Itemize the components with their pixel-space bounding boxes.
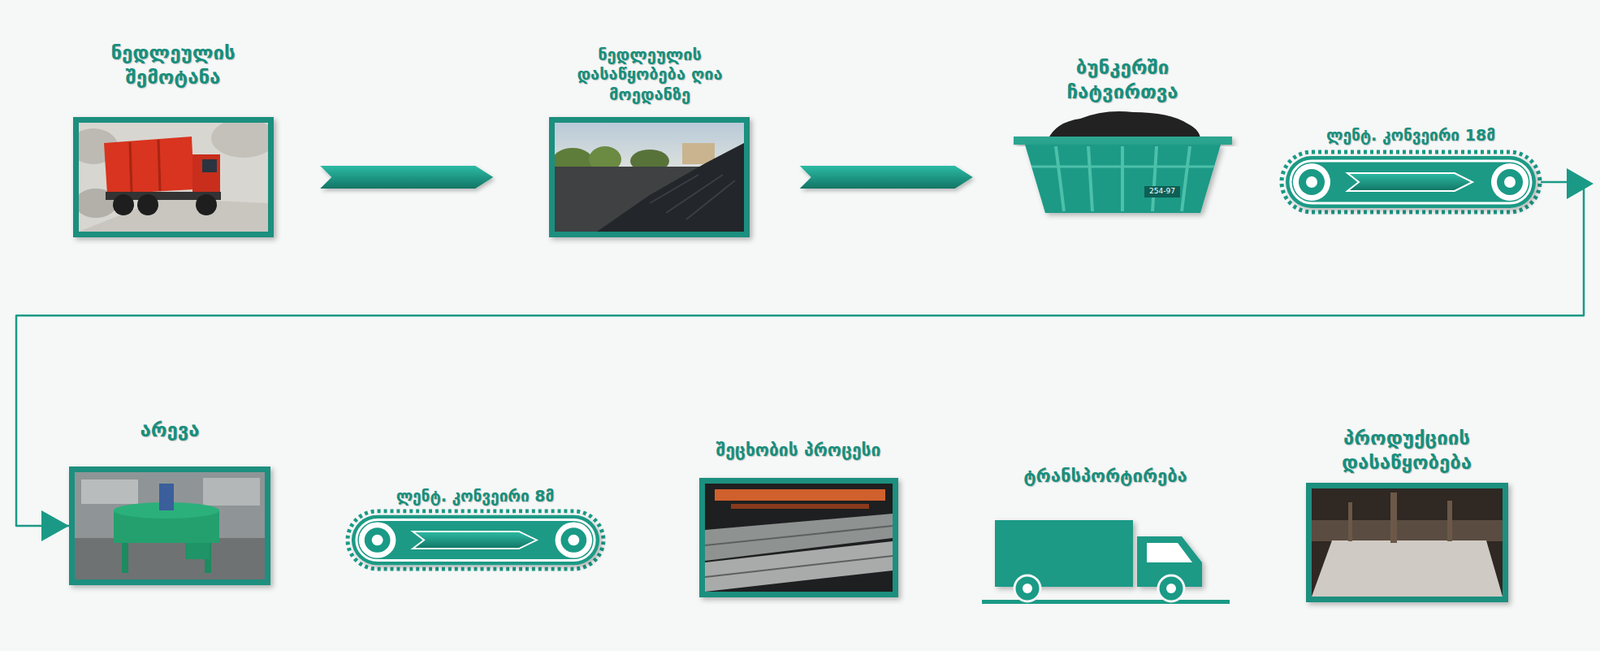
kiln-interior — [704, 483, 893, 592]
bunker-load — [1047, 111, 1201, 140]
process-step: არევა — [69, 418, 271, 585]
process-step: ტრანსპორტირება — [981, 465, 1230, 605]
step-title: ნედლეულის დასაწყობება ღია მოედანზე — [543, 44, 757, 104]
truck-wheel — [137, 194, 159, 216]
factory-wall — [74, 471, 265, 580]
truck-box — [994, 519, 1133, 587]
kiln-glow — [714, 488, 886, 501]
process-step: ბუნკერში ჩატვირთვა — [1013, 56, 1233, 217]
step-title: ლენტ. კონვეირი 18მ — [1326, 125, 1496, 145]
mixer-photo — [74, 471, 265, 580]
flow-arrow — [16, 181, 1584, 526]
ground-line — [981, 599, 1230, 604]
continue-triangle — [1566, 168, 1594, 199]
bunker-rib — [1181, 146, 1190, 212]
process-step: პროდუქციის დასაწყობება — [1304, 426, 1510, 602]
step-title: ტრანსპორტირება — [1023, 465, 1188, 488]
bunker-rib — [1120, 146, 1125, 212]
mixer-motor — [159, 483, 174, 511]
plate-number: 254-97 — [1144, 185, 1181, 197]
bunker-plate — [1144, 185, 1181, 198]
warehouse-photo — [1311, 488, 1503, 597]
truck-cab — [192, 154, 221, 195]
process-step: ნედლეულის შემოტანა — [73, 41, 274, 238]
bunker-icon — [1013, 111, 1233, 213]
floor — [74, 537, 265, 580]
truck-window — [202, 159, 217, 173]
truck-rib — [129, 142, 132, 193]
baking-photo — [704, 483, 893, 592]
step-title: პროდუქციის დასაწყობება — [1307, 426, 1507, 475]
truck-window — [1146, 542, 1193, 563]
step-title: ნედლეულის შემოტანა — [79, 41, 267, 90]
photo-frame — [1305, 482, 1509, 602]
photo-frame — [69, 466, 271, 585]
stockpile-photo — [554, 122, 744, 232]
step-title: არევა — [139, 418, 199, 442]
truck-wheel — [1158, 575, 1185, 602]
step-title: ბუნკერში ჩატვირთვა — [1037, 56, 1208, 104]
truck-photo — [78, 122, 269, 232]
bunker-rib — [1152, 146, 1157, 212]
truck-wheel — [112, 194, 135, 216]
factory-window — [81, 479, 139, 504]
bunker-band — [1031, 165, 1215, 169]
truck-hub — [1166, 583, 1177, 593]
bunker-body — [1024, 144, 1221, 213]
flow-arrow — [320, 165, 493, 189]
kiln-glow — [730, 503, 870, 509]
pile-texture — [649, 174, 736, 220]
conveyor-icon — [1281, 151, 1540, 212]
bunker-rib — [1055, 146, 1064, 212]
coal-pile — [596, 142, 744, 232]
process-step: ლენტ. კონვეირი 18მ — [1280, 125, 1541, 213]
process-step: შეცხობის პროცესი — [699, 440, 899, 597]
photo-frame — [699, 477, 899, 597]
truck-icon — [981, 519, 1230, 604]
pillar — [1390, 492, 1397, 543]
truck-wheel — [1014, 575, 1041, 602]
road — [78, 198, 269, 232]
truck-wheel — [195, 194, 217, 216]
photo-frame — [549, 116, 750, 238]
rock — [211, 122, 269, 158]
truck-rib — [158, 139, 160, 191]
factory-window — [203, 477, 260, 506]
mixer-leg — [121, 540, 129, 573]
pillar — [1348, 501, 1353, 541]
flow-arrow — [800, 165, 973, 189]
step-title: შეცხობის პროცესი — [716, 440, 882, 462]
conveyor-icon — [347, 510, 604, 569]
step-title: ლენტ. კონვეირი 8მ — [396, 486, 555, 506]
process-step: ლენტ. კონვეირი 8მ — [346, 486, 605, 570]
process-step: ნედლეულის დასაწყობება ღია მოედანზე — [540, 44, 760, 238]
warehouse-wall — [1311, 519, 1503, 541]
truck-hub — [1022, 583, 1033, 593]
warehouse-floor — [1311, 540, 1503, 597]
bunker-rim — [1013, 136, 1233, 145]
pillar — [1447, 500, 1453, 541]
warehouse-ceiling — [1311, 488, 1503, 597]
bunker-rib — [1088, 146, 1093, 212]
mixer-chute — [185, 542, 210, 559]
block-lines — [704, 525, 893, 577]
truck-bed — [103, 136, 195, 195]
